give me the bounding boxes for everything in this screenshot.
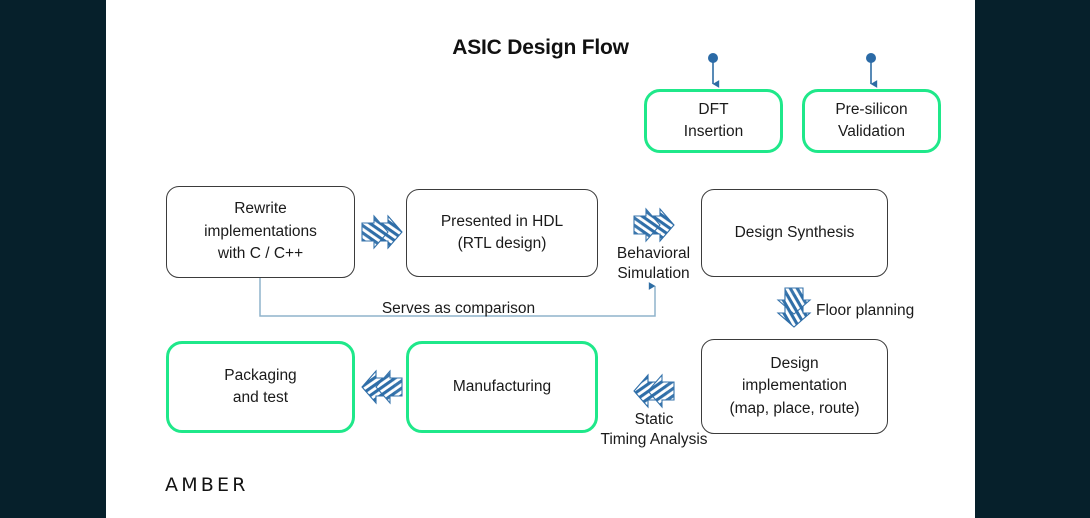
box-packaging-and-test-label: Packaging and test (224, 366, 297, 406)
left-dark-panel (0, 0, 106, 518)
box-design-synthesis[interactable]: Design Synthesis (701, 189, 888, 277)
arrow-static-timing-left (633, 373, 675, 409)
box-presented-in-hdl-label: Presented in HDL (RTL design) (440, 212, 564, 252)
label-behavioral-simulation: Behavioral Simulation (616, 245, 691, 283)
right-dark-panel (975, 0, 1090, 518)
label-static-timing-analysis: Static Timing Analysis (600, 411, 708, 449)
arrow-floor-planning-down (776, 287, 812, 328)
box-pre-silicon-validation-label: Pre-silicon Validation (835, 100, 908, 140)
arrow-hdl-right (361, 214, 403, 250)
box-manufacturing-label: Manufacturing (452, 377, 552, 395)
box-rewrite-implementations-label: Rewrite implementations with C / C++ (204, 200, 317, 263)
label-serves-as-comparison: Serves as comparison (381, 300, 536, 317)
box-dft-insertion[interactable]: DFT Insertion (644, 89, 783, 153)
page-title: ASIC Design Flow (452, 36, 629, 59)
box-rewrite-implementations[interactable]: Rewrite implementations with C / C++ (166, 186, 355, 278)
box-design-implementation[interactable]: Design implementation (map, place, route… (701, 339, 888, 434)
box-pre-silicon-validation[interactable]: Pre-silicon Validation (802, 89, 941, 153)
arrow-behavioral-right (633, 207, 675, 243)
arrow-manufacturing-left (361, 369, 403, 405)
box-presented-in-hdl[interactable]: Presented in HDL (RTL design) (406, 189, 598, 277)
box-packaging-and-test[interactable]: Packaging and test (166, 341, 355, 433)
amber-logo: AMBER (165, 474, 249, 496)
label-floor-planning: Floor planning (816, 302, 915, 319)
box-design-implementation-label: Design implementation (map, place, route… (729, 354, 860, 417)
box-manufacturing[interactable]: Manufacturing (406, 341, 598, 433)
box-design-synthesis-label: Design Synthesis (734, 223, 855, 241)
box-dft-insertion-label: DFT Insertion (683, 100, 744, 140)
slide-content: ASIC Design Flow (106, 0, 975, 518)
